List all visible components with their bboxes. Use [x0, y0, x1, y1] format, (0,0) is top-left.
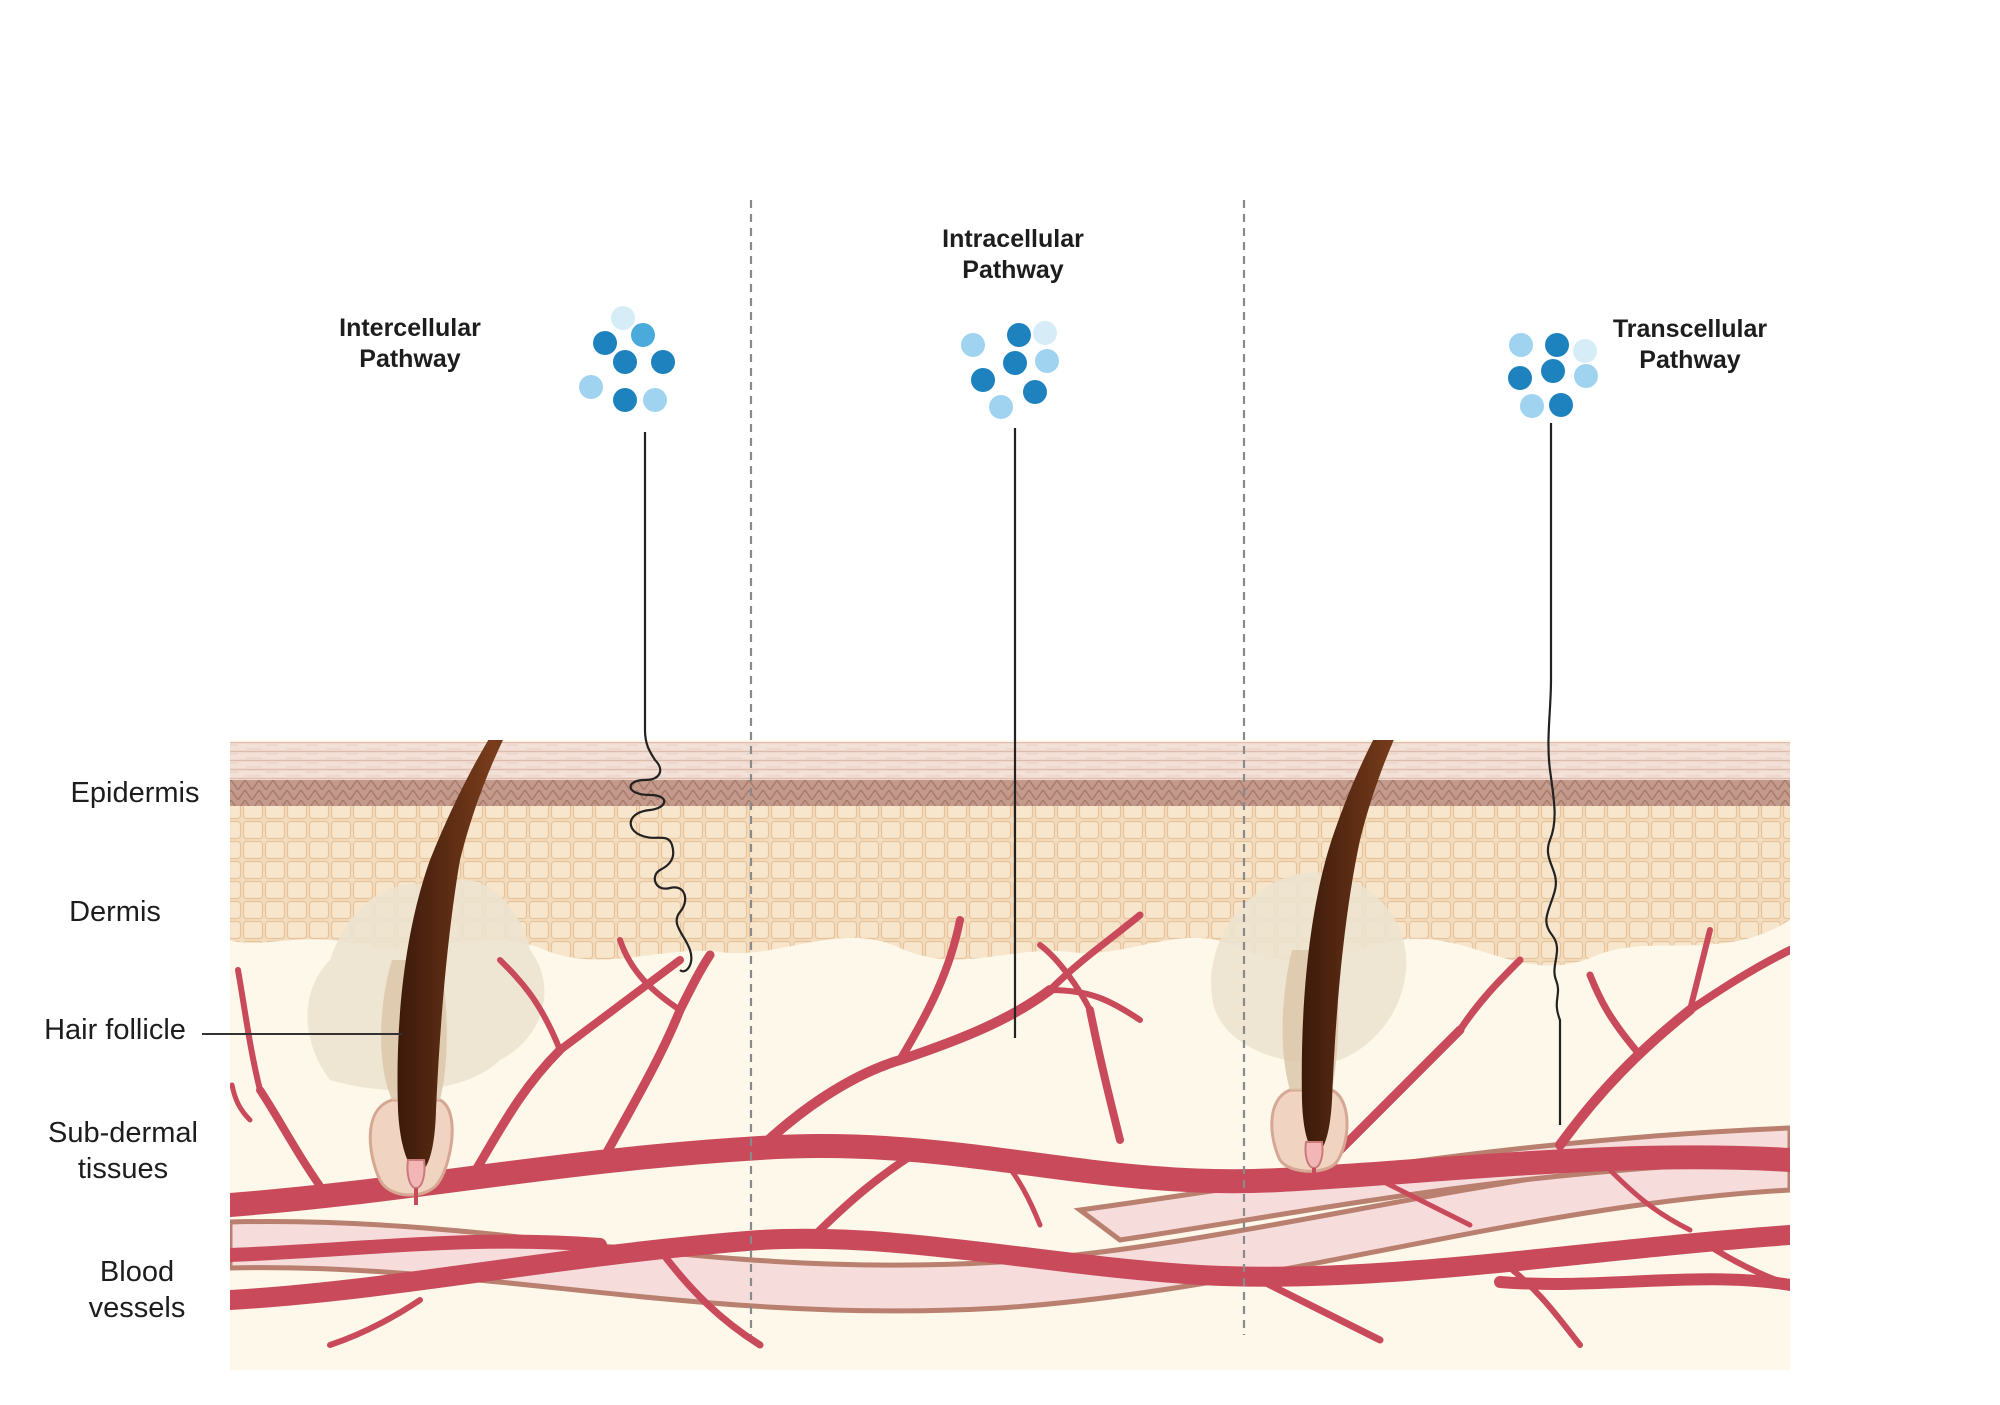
capillary-network [230, 911, 1790, 1349]
dermal-papilla-right [1304, 1141, 1324, 1170]
skin-block [230, 740, 1790, 1370]
blood-vessels-label-line-2: vessels [88, 1292, 186, 1324]
pathway-routes [629, 423, 1562, 1125]
intracellular-label-line-2: Pathway [962, 256, 1064, 284]
intracellular-label-line-1: Intracellular [942, 225, 1084, 253]
transcellular-route [1545, 423, 1562, 1125]
pigmented-band [230, 780, 1790, 806]
epidermis-region [230, 780, 1790, 966]
transcellular-label-line-1: Transcellular [1612, 315, 1768, 343]
dermis-label-text: Dermis [69, 896, 161, 928]
subdermal-label-line-1: Sub-dermal [48, 1117, 198, 1149]
hair-shaft-left [397, 740, 504, 1175]
epidermis-label-text: Epidermis [70, 777, 200, 809]
main-blood-vessel-lower [230, 1147, 1790, 1314]
hair-follicle-label: Hair follicle [20, 1012, 210, 1048]
molecule-cluster-icon [579, 306, 675, 412]
hair-shaft-right [1301, 740, 1394, 1155]
blood-vessels-label-line-1: Blood [99, 1256, 175, 1288]
epidermis-label: Epidermis [40, 775, 230, 811]
dermis-label: Dermis [20, 894, 210, 930]
blood-vessels-label: Blood vessels [42, 1254, 232, 1326]
hair-follicle-right [1270, 740, 1394, 1185]
molecule-cluster-icon [961, 321, 1059, 419]
pathway-dividers [749, 200, 1246, 1335]
molecule-cluster-icon [1508, 333, 1598, 418]
hair-follicle-left [368, 740, 504, 1205]
intercellular-route [629, 432, 693, 973]
intercellular-label-line-1: Intercellular [339, 314, 481, 342]
intercellular-pathway-label: Intercellular Pathway [290, 313, 530, 375]
subdermal-label-line-2: tissues [77, 1153, 169, 1185]
hair-follicle-label-text: Hair follicle [44, 1014, 186, 1046]
transcellular-pathway-label: Transcellular Pathway [1570, 314, 1810, 376]
intracellular-pathway-label: Intracellular Pathway [893, 224, 1133, 286]
dermal-papilla-left [406, 1159, 426, 1190]
subdermal-label: Sub-dermal tissues [28, 1115, 218, 1187]
stratum-corneum [230, 742, 1790, 782]
transcellular-label-line-2: Pathway [1639, 346, 1741, 374]
intercellular-label-line-2: Pathway [359, 345, 461, 373]
